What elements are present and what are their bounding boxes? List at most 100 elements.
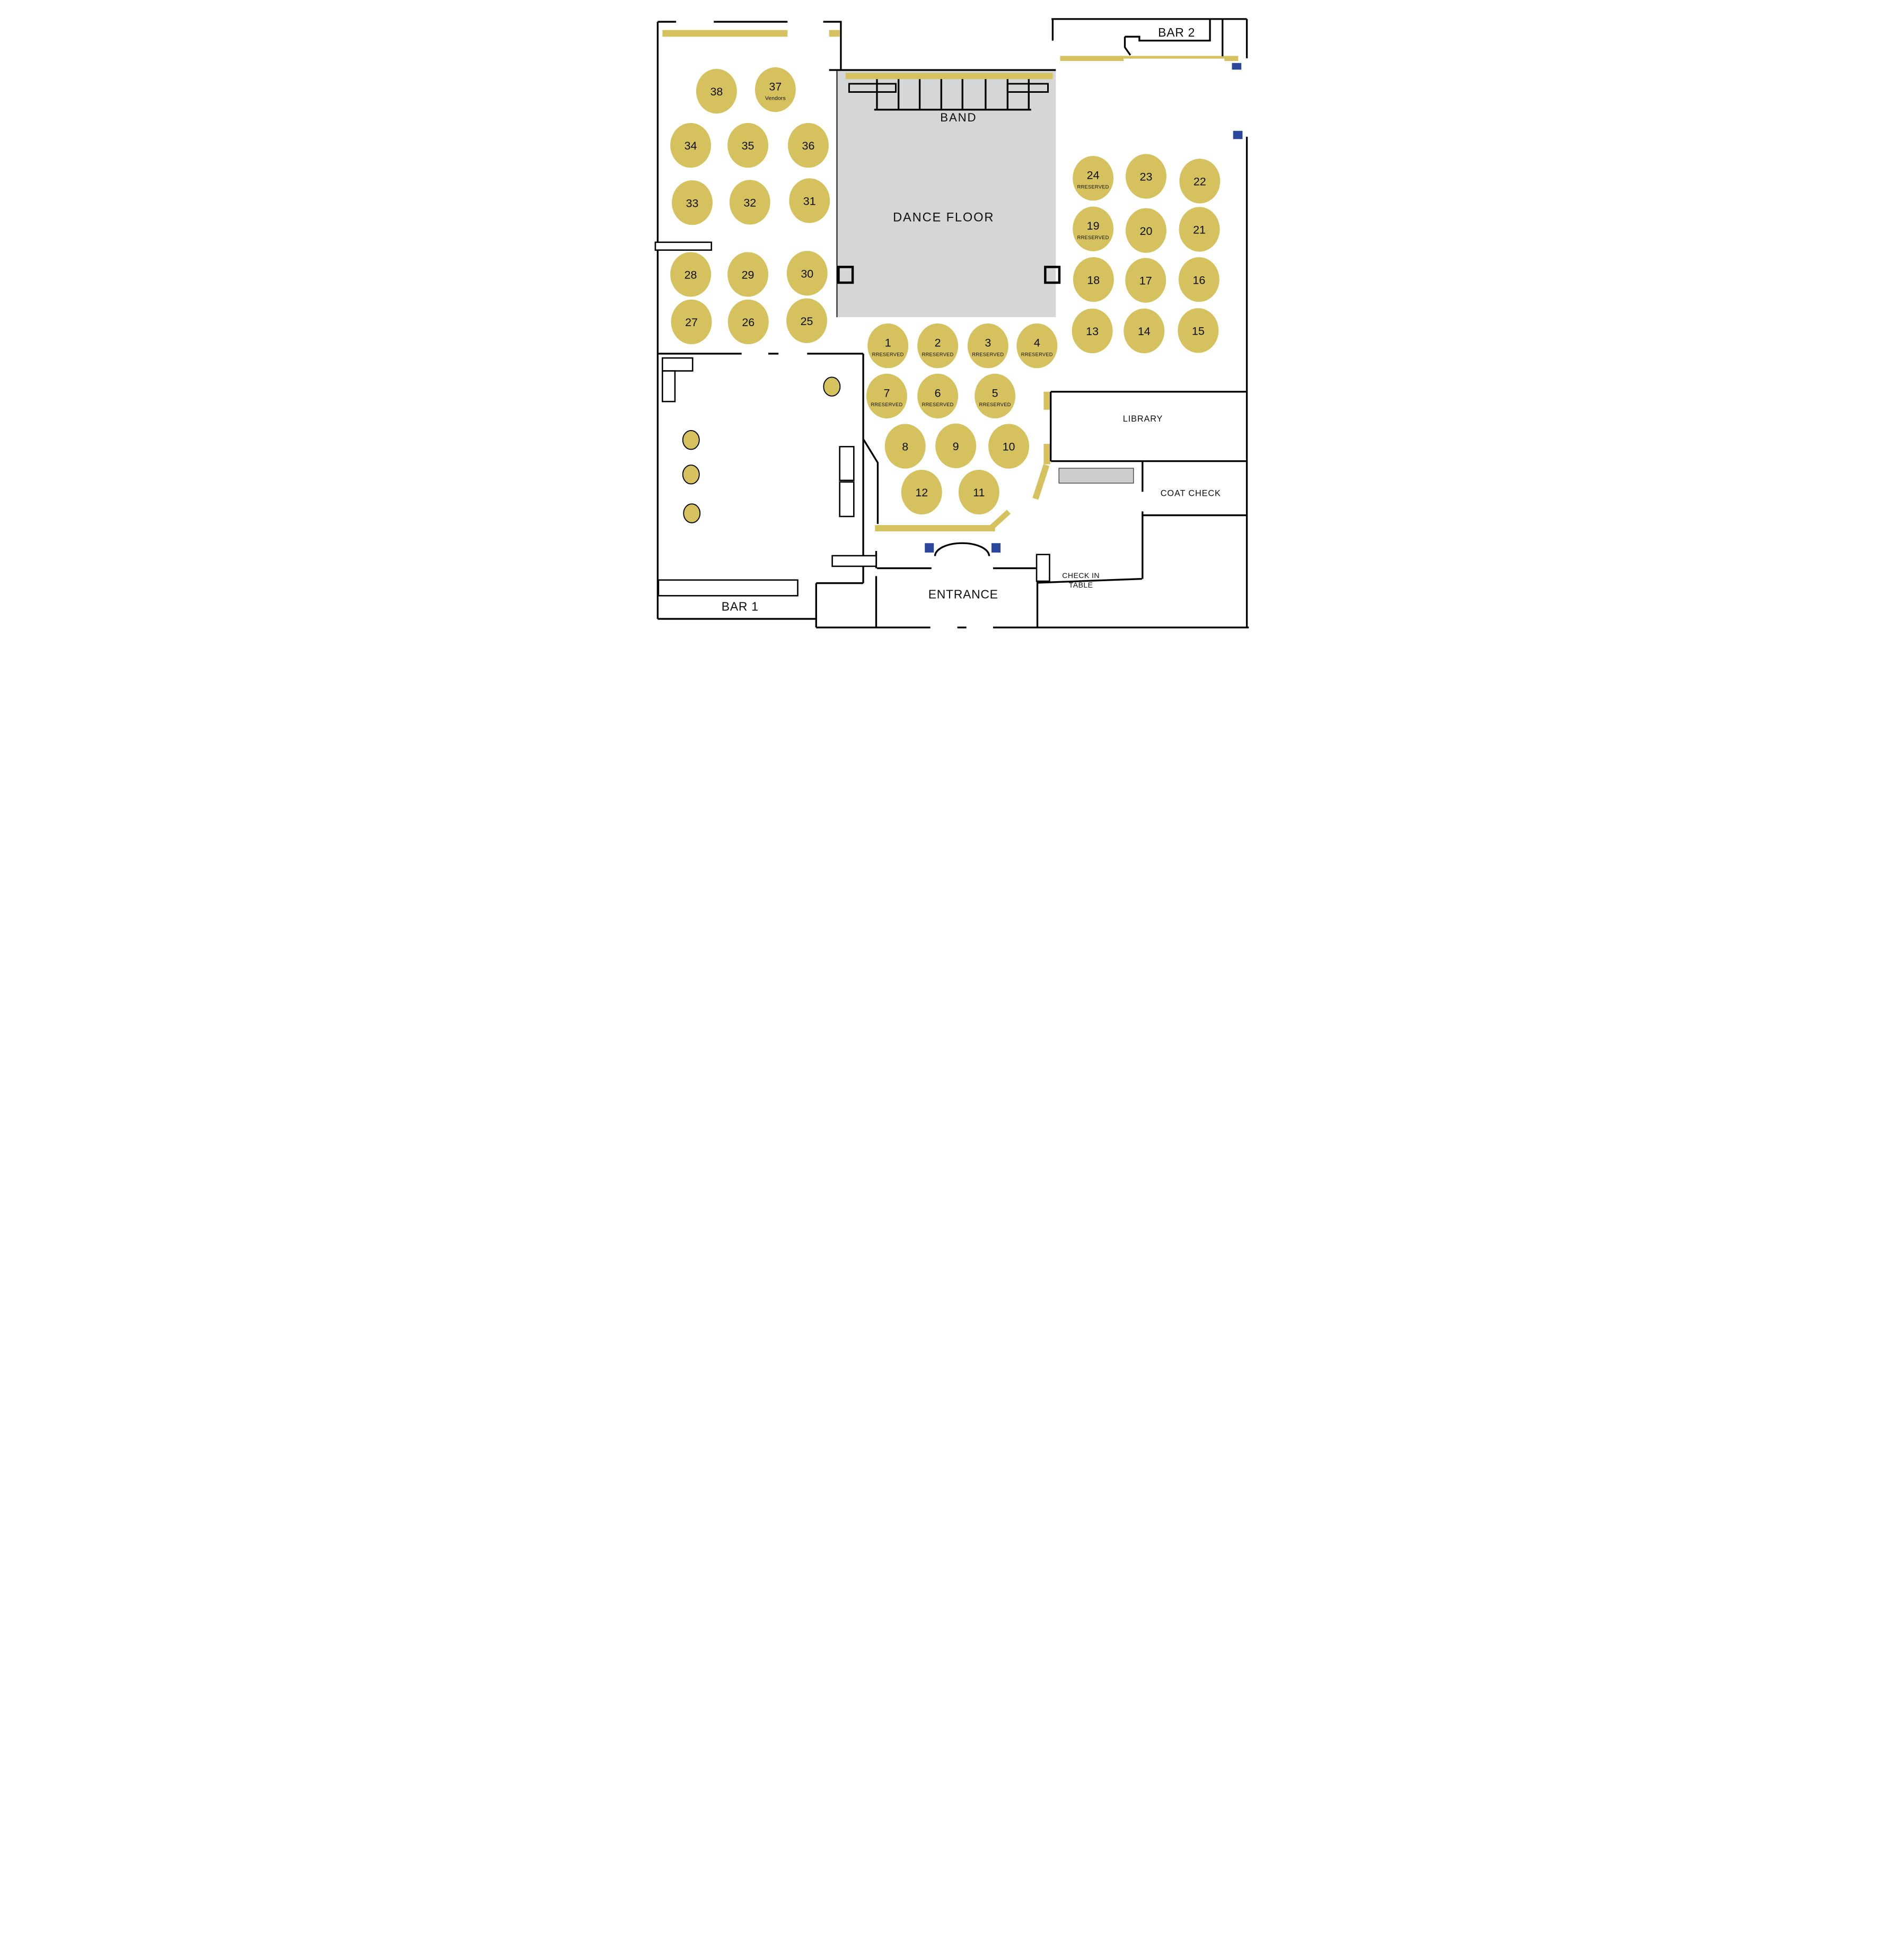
table-15[interactable]: 15: [1177, 308, 1218, 353]
table-shape: [1125, 208, 1166, 253]
bar2-counter-left: [1059, 56, 1124, 62]
table-shape: [901, 469, 942, 515]
table-shape: [1125, 258, 1166, 303]
table-number: 33: [686, 197, 698, 209]
table-11[interactable]: 11: [958, 469, 999, 515]
furniture-stack-lower: [838, 481, 855, 518]
table-shape: [967, 323, 1008, 369]
wall-top-corner: [823, 21, 842, 71]
table-20[interactable]: 20: [1125, 208, 1166, 253]
table-shape: [696, 68, 737, 114]
table-number: 20: [1139, 225, 1152, 238]
table-34[interactable]: 34: [670, 122, 711, 168]
table-26[interactable]: 26: [727, 299, 769, 345]
table-number: 18: [1087, 274, 1100, 286]
table-number: 30: [801, 267, 813, 280]
entry-barrier-strip: [874, 525, 995, 532]
table-sublabel: RRESERVED: [1077, 184, 1109, 189]
table-shape: [727, 299, 769, 345]
table-17[interactable]: 17: [1125, 258, 1166, 303]
zone-label-dance-floor: DANCE FLOOR: [893, 211, 994, 225]
wall-vestibule-left-upper: [862, 439, 879, 524]
table-29[interactable]: 29: [727, 252, 768, 297]
table-number: 27: [685, 316, 698, 329]
door-entrance-left: [831, 555, 877, 567]
table-shape: [786, 298, 827, 343]
table-shape: [729, 180, 770, 225]
blue-marker-bar2-lower: [1233, 130, 1242, 139]
table-10[interactable]: 10: [988, 424, 1029, 469]
table-21[interactable]: 21: [1179, 207, 1220, 252]
table-18[interactable]: 18: [1073, 257, 1114, 302]
table-number: 7: [883, 387, 890, 399]
blue-markers: [924, 63, 1242, 553]
table-14[interactable]: 14: [1123, 308, 1164, 354]
table-number: 17: [1139, 275, 1152, 287]
gold-square-top: [829, 30, 840, 37]
table-shape: [1179, 207, 1220, 252]
table-31[interactable]: 31: [788, 178, 830, 223]
table-8[interactable]: 8: [884, 424, 926, 469]
band-stage-risers: [874, 79, 1031, 111]
blue-marker-entrance-right: [991, 543, 1001, 553]
table-shape: [727, 122, 768, 168]
table-number: 10: [1002, 441, 1015, 453]
table-number: 26: [742, 316, 754, 329]
table-sublabel: RRESERVED: [1021, 352, 1052, 357]
table-12[interactable]: 12: [901, 469, 942, 515]
table-shape: [786, 251, 828, 296]
table-38[interactable]: 38: [696, 68, 737, 114]
table-35[interactable]: 35: [727, 122, 768, 168]
table-shape: [1073, 257, 1114, 302]
table-36[interactable]: 36: [787, 122, 829, 168]
zone-label-band: BAND: [940, 111, 977, 124]
table-9[interactable]: 9: [935, 423, 976, 468]
wall-lower-left-room: [815, 353, 864, 628]
table-27[interactable]: 27: [671, 299, 712, 345]
dancefloor-post-right: [1043, 266, 1060, 284]
table-number: 31: [803, 195, 815, 208]
table-shape: [935, 423, 976, 468]
gold-fixtures: [662, 30, 1238, 532]
cocktail-table: [682, 503, 700, 523]
table-23[interactable]: 23: [1125, 154, 1166, 199]
table-30[interactable]: 30: [786, 251, 828, 296]
table-number: 8: [902, 441, 908, 453]
table-32[interactable]: 32: [729, 180, 770, 225]
furniture-stack-upper: [838, 445, 855, 481]
table-25[interactable]: 25: [786, 298, 827, 343]
table-13[interactable]: 13: [1072, 308, 1113, 354]
table-shape: [1072, 308, 1113, 354]
door-left-wall: [654, 241, 712, 251]
wall-bar2-counter-outline: [1124, 19, 1211, 56]
table-shape: [884, 424, 926, 469]
wall-checkin-top: [1037, 577, 1142, 584]
table-shape: [1072, 206, 1113, 251]
floor-plan-svg: 1RRESERVED2RRESERVED3RRESERVED4RRESERVED…: [644, 5, 1260, 631]
floor-fills: [837, 70, 1134, 484]
table-number: 11: [973, 486, 985, 499]
table-22[interactable]: 22: [1179, 159, 1220, 204]
table-number: 25: [800, 315, 813, 328]
zone-label-library: LIBRARY: [1122, 414, 1163, 424]
table-28[interactable]: 28: [670, 252, 711, 297]
furniture-layer: [654, 241, 1050, 597]
table-33[interactable]: 33: [671, 180, 713, 225]
band-stage-wing-left: [848, 83, 897, 93]
table-sublabel: RRESERVED: [871, 402, 902, 407]
bar2-counter-right: [1224, 56, 1238, 62]
table-16[interactable]: 16: [1178, 257, 1219, 302]
table-number: 3: [985, 337, 991, 349]
table-number: 37: [769, 81, 782, 93]
library-gold-stub-bottom: [1043, 444, 1050, 465]
